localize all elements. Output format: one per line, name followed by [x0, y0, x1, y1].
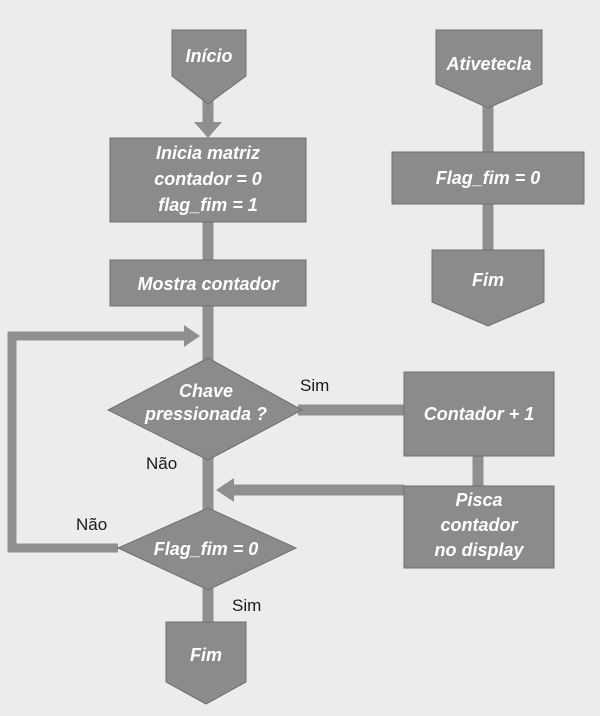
edge-label-nao-flag: Não [76, 515, 107, 534]
node-chave-pressionada: Chave pressionada ? [106, 357, 304, 461]
edge-pisca-to-main [216, 478, 404, 502]
node-pisca-label-0: Pisca [455, 490, 502, 510]
node-pisca-label-1: contador [440, 515, 518, 535]
edge-label-nao-chave: Não [146, 454, 177, 473]
node-fim-sub: Fim [431, 249, 545, 327]
node-ativetecla-label-0: Ativetecla [445, 54, 531, 74]
node-fim-main: Fim [165, 621, 247, 705]
node-flag-set-label-0: Flag_fim = 0 [436, 168, 541, 188]
node-fim-sub-label-0: Fim [472, 270, 504, 290]
edge-label-sim-flag: Sim [232, 596, 261, 615]
node-mostra-label-0: Mostra contador [137, 274, 279, 294]
node-fim-main-label-0: Fim [190, 645, 222, 665]
node-ativetecla: Ativetecla [435, 29, 543, 109]
node-pisca-label-2: no display [434, 540, 524, 560]
node-mostra-contador: Mostra contador [109, 259, 307, 307]
node-contador-label-0: Contador + 1 [424, 404, 535, 424]
node-inicia-label-2: flag_fim = 1 [158, 195, 258, 215]
node-pisca: Pisca contador no display [403, 485, 555, 569]
node-inicia-matriz: Inicia matriz contador = 0 flag_fim = 1 [109, 137, 307, 223]
node-inicio-label-0: Início [185, 46, 232, 66]
edge-flag-loop-back [7, 325, 200, 553]
node-contador-inc: Contador + 1 [403, 371, 555, 457]
node-inicio: Início [171, 29, 247, 105]
node-flag-fim-set: Flag_fim = 0 [391, 151, 585, 205]
node-chave-label-0: Chave [179, 381, 233, 401]
node-inicia-label-1: contador = 0 [154, 169, 262, 189]
node-inicia-label-0: Inicia matriz [156, 143, 260, 163]
edge-label-sim-chave: Sim [300, 376, 329, 395]
node-flag-fim-check: Flag_fim = 0 [116, 507, 298, 591]
node-flag-check-label-0: Flag_fim = 0 [154, 539, 259, 559]
node-chave-label-1: pressionada ? [144, 404, 267, 424]
